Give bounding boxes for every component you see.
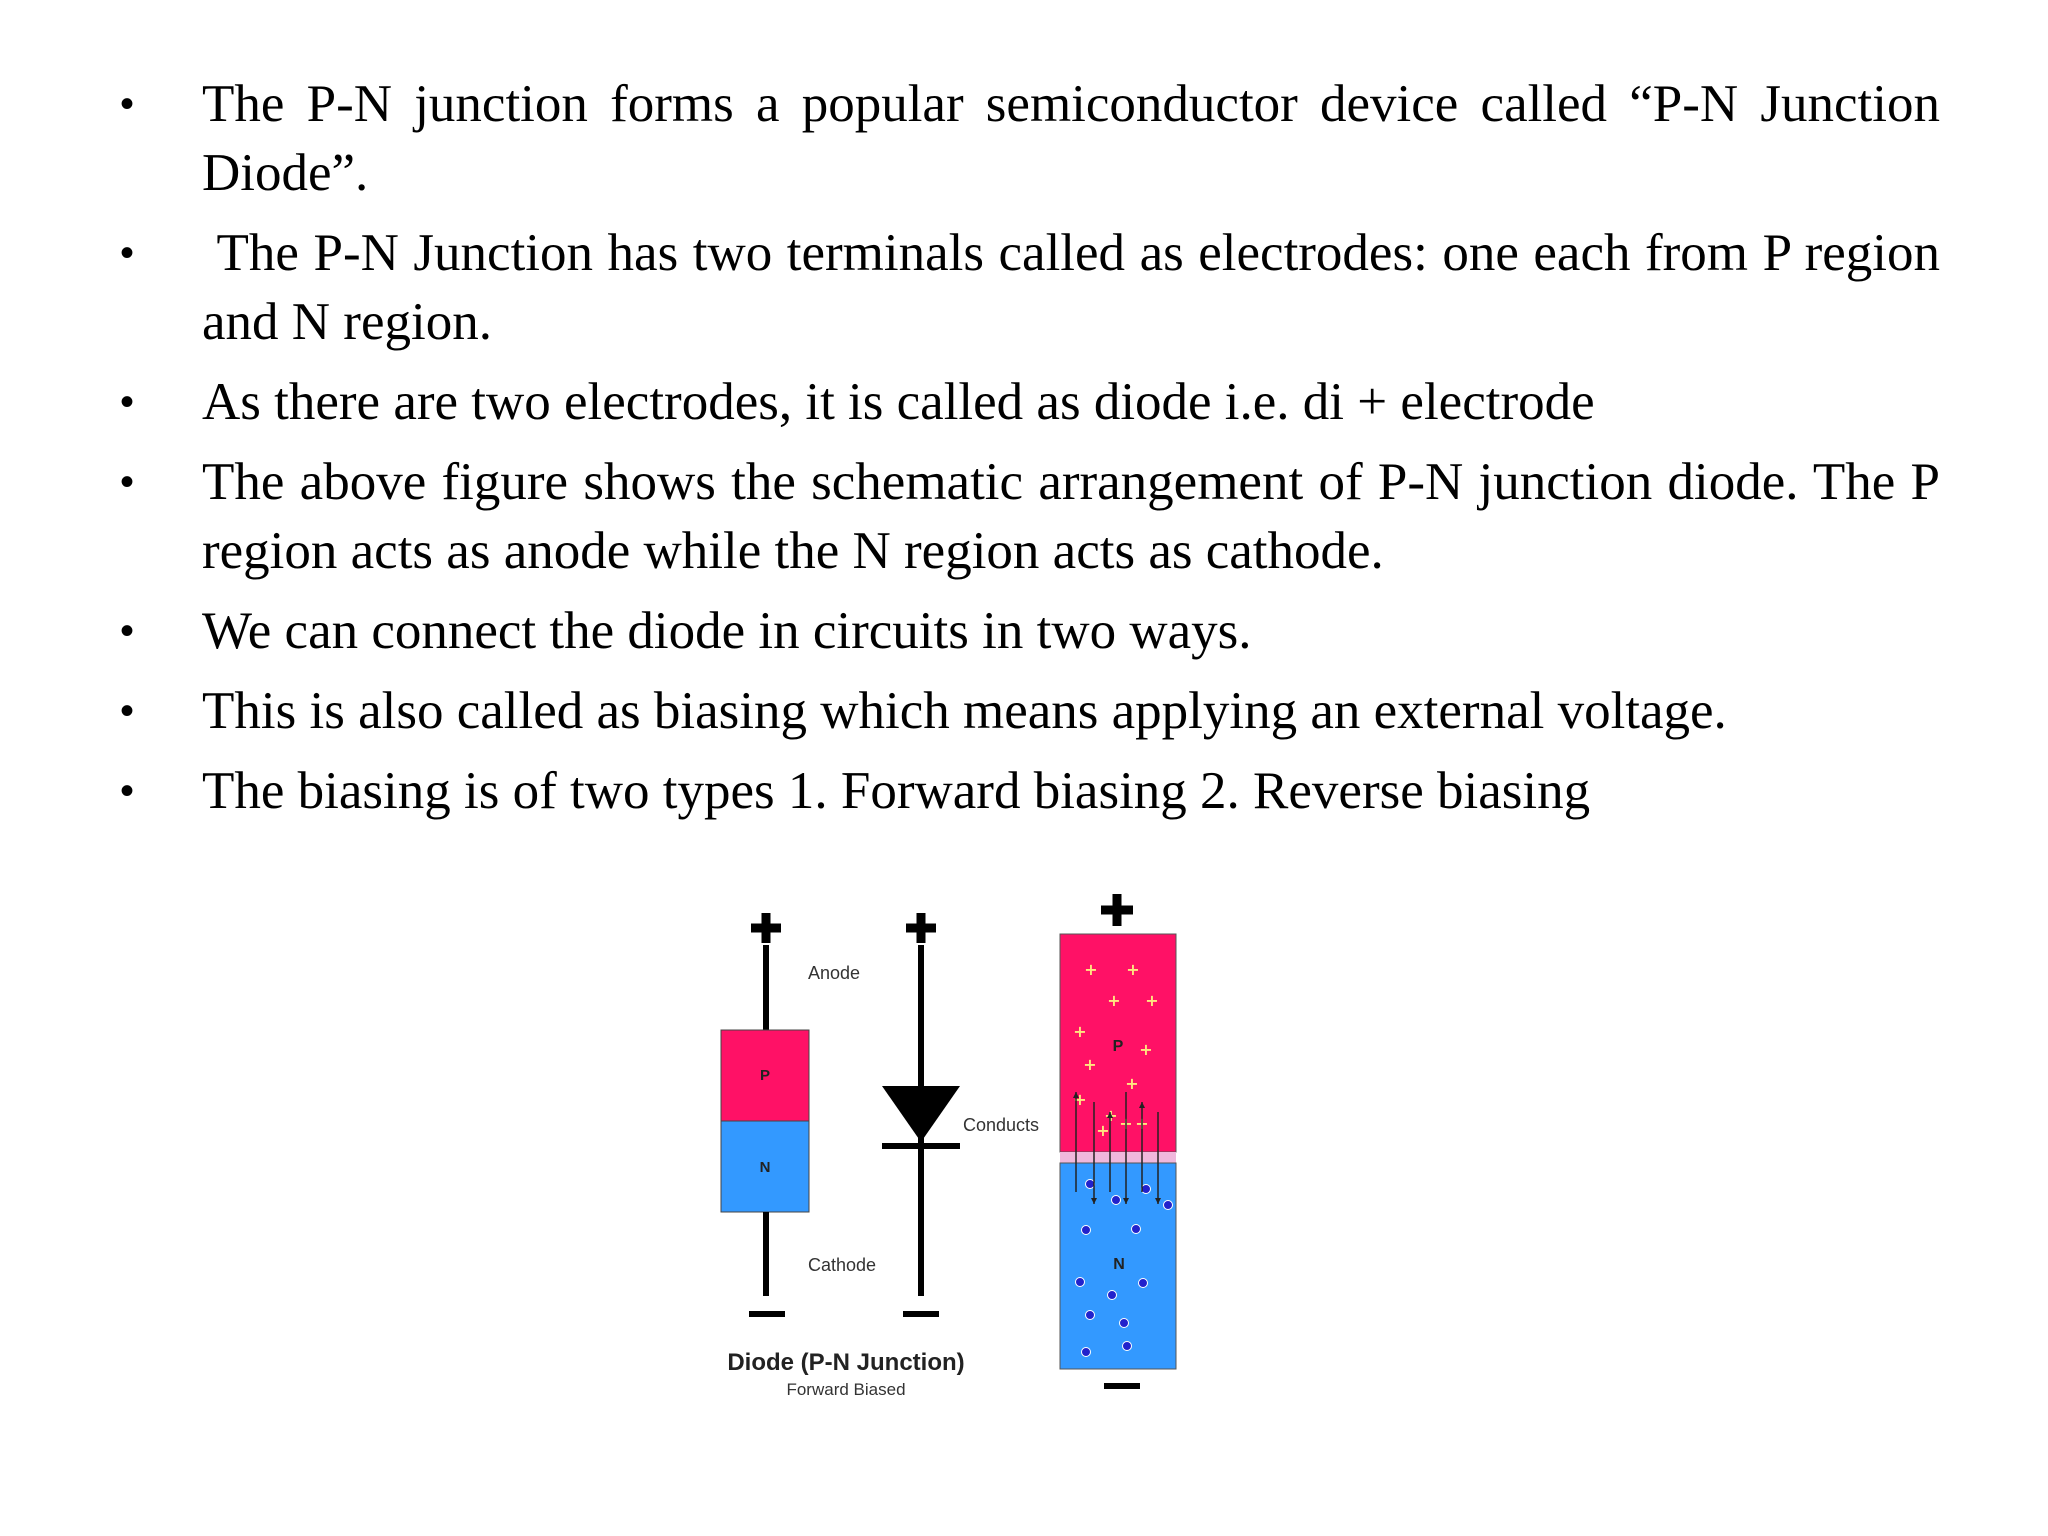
arrowhead-icon (1107, 1112, 1113, 1118)
plus-icon (1101, 894, 1133, 926)
hole-charge-icon: + (1084, 960, 1097, 979)
electron-charge-icon (1081, 1225, 1091, 1235)
bullet-item: • The above figure shows the schematic ar… (120, 448, 1940, 586)
bullet-dot: • (120, 231, 135, 275)
diode-triangle (882, 1086, 960, 1142)
electron-charge-icon (1085, 1179, 1095, 1189)
n-region-label: N (1113, 1256, 1125, 1273)
diode-symbol (882, 913, 960, 1317)
electron-charge-icon (1085, 1310, 1095, 1320)
bullet-item: • We can connect the diode in circuits in… (120, 597, 1940, 666)
electron-charge-icon (1107, 1290, 1117, 1300)
bullet-dot: • (120, 82, 135, 126)
p-region-label: P (1113, 1038, 1124, 1055)
cathode-label: Cathode (808, 1255, 876, 1275)
pn-block-diagram: P N (720, 913, 810, 1317)
electron-charge-icon (1131, 1224, 1141, 1234)
diagram-title: Diode (P-N Junction) (727, 1349, 964, 1376)
electron-charge-icon (1163, 1200, 1173, 1210)
hole-charge-icon: + (1125, 1074, 1138, 1093)
hole-charge-icon: + (1126, 960, 1139, 979)
current-arrows (1073, 1092, 1161, 1204)
pn-junction-detail: P N +++++++++++++ (1059, 894, 1177, 1389)
p-region-label: P (760, 1067, 770, 1084)
anode-label: Anode (808, 963, 860, 983)
hole-charge-icon: + (1083, 1055, 1096, 1074)
bullet-item: • The P-N junction forms a popular semico… (120, 70, 1940, 208)
electrons (1075, 1179, 1173, 1357)
electron-charge-icon (1141, 1184, 1151, 1194)
bullet-text: The P-N junction forms a popular semicon… (202, 75, 1940, 202)
bullet-dot: • (120, 460, 135, 504)
bullet-dot: • (120, 689, 135, 733)
n-region-label: N (760, 1159, 771, 1176)
bullet-item: • This is also called as biasing which me… (120, 677, 1940, 746)
p-region (1059, 933, 1177, 1153)
arrowhead-icon (1091, 1198, 1097, 1204)
bullet-text: As there are two electrodes, it is calle… (202, 373, 1595, 431)
bullet-text: We can connect the diode in circuits in … (202, 602, 1252, 660)
bullet-item: • The biasing is of two types 1. Forward … (120, 757, 1940, 826)
electron-charge-icon (1122, 1341, 1132, 1351)
electron-charge-icon (1138, 1278, 1148, 1288)
bullet-dot: • (120, 609, 135, 653)
plus-icon (751, 913, 781, 943)
hole-charge-icon: + (1073, 1022, 1086, 1041)
diagram-subtitle: Forward Biased (786, 1380, 905, 1399)
hole-charge-icon: + (1107, 991, 1120, 1010)
arrowhead-icon (1073, 1092, 1079, 1098)
electron-charge-icon (1111, 1195, 1121, 1205)
electron-charge-icon (1119, 1318, 1129, 1328)
p-region (720, 1029, 810, 1122)
conducts-label: Conducts (963, 1115, 1039, 1135)
electron-charge-icon (1081, 1347, 1091, 1357)
bullet-item: • The P-N Junction has two terminals cal… (120, 219, 1940, 357)
bullet-dot: • (120, 769, 135, 813)
plus-icon (906, 913, 936, 943)
arrowhead-icon (1123, 1198, 1129, 1204)
arrowhead-icon (1155, 1198, 1161, 1204)
bullet-item: • As there are two electrodes, it is call… (120, 368, 1940, 437)
hole-charge-icon: + (1139, 1040, 1152, 1059)
hole-charge-icon: + (1096, 1121, 1109, 1140)
bullet-list: • The P-N junction forms a popular semico… (120, 70, 1940, 837)
bullet-dot: • (120, 380, 135, 424)
bullet-text: The P-N Junction has two terminals calle… (202, 224, 1954, 351)
bullet-text: This is also called as biasing which mea… (202, 682, 1727, 740)
hole-charge-icon: + (1145, 991, 1158, 1010)
n-region (720, 1120, 810, 1213)
electron-charge-icon (1075, 1277, 1085, 1287)
arrowhead-icon (1139, 1102, 1145, 1108)
bullet-text: The above figure shows the schematic arr… (202, 453, 1940, 580)
depletion-region (1060, 1152, 1176, 1163)
bullet-text: The biasing is of two types 1. Forward b… (202, 762, 1591, 820)
